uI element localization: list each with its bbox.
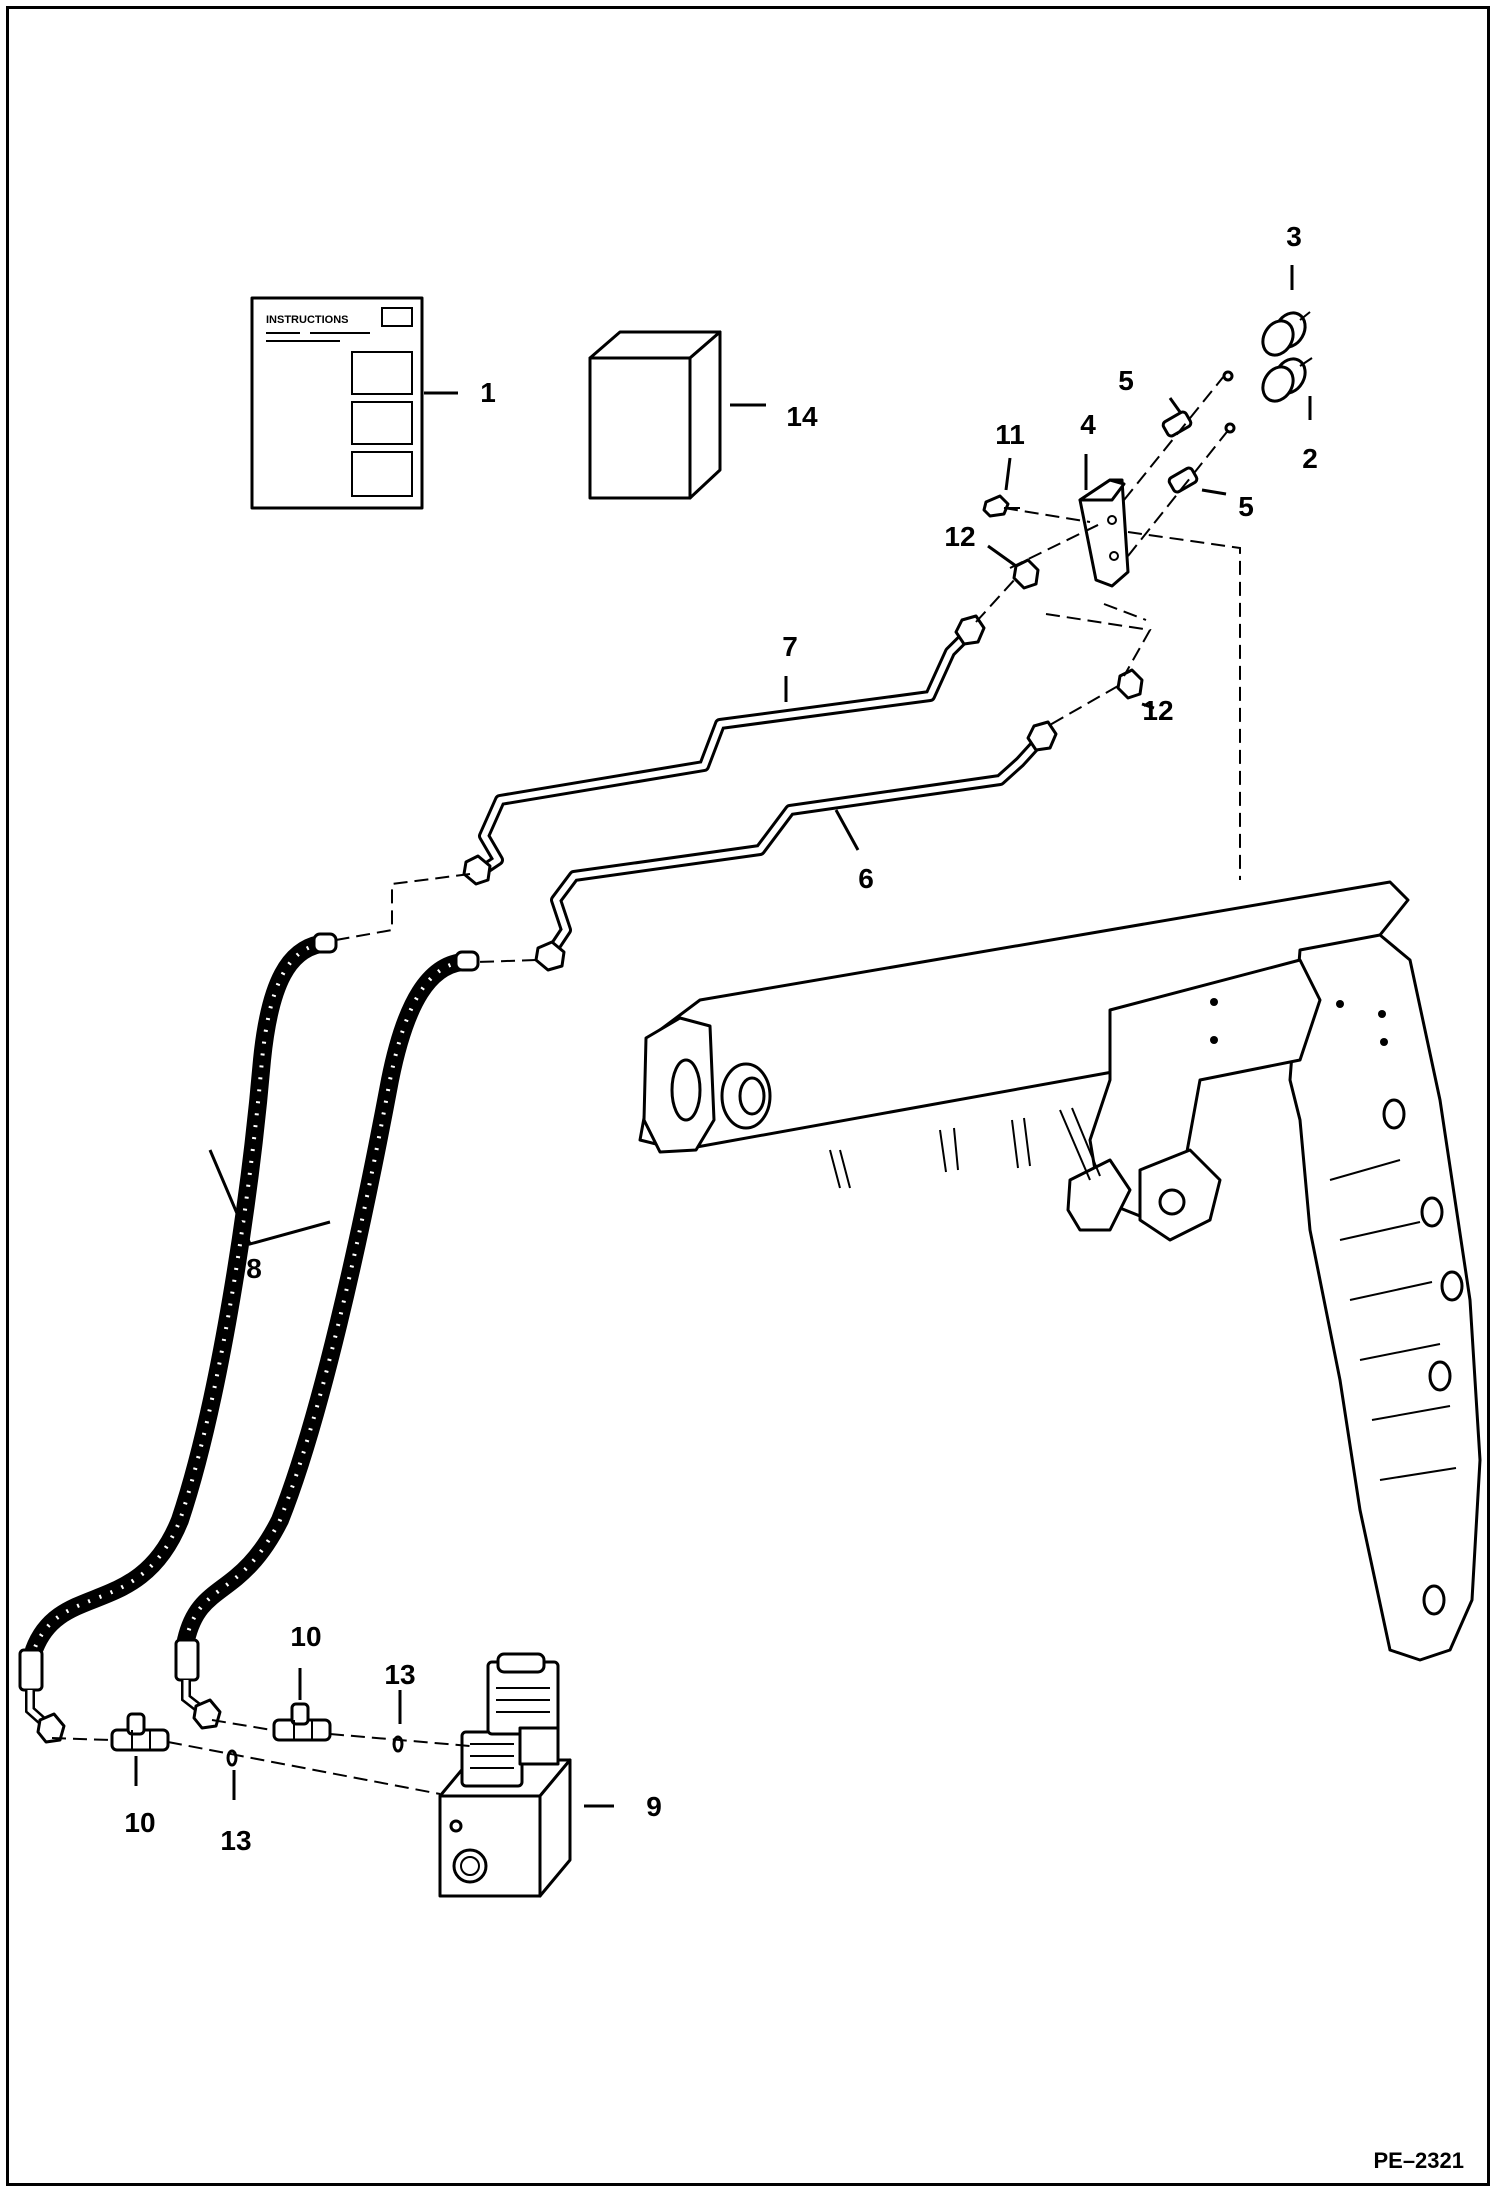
bolt bbox=[982, 494, 1020, 518]
callout-6: 6 bbox=[858, 863, 874, 894]
steel-tube-6 bbox=[534, 720, 1058, 972]
callout-14: 14 bbox=[786, 401, 818, 432]
callout-7: 7 bbox=[782, 631, 798, 662]
hydraulic-hose-right bbox=[174, 950, 480, 1730]
callout-1: 1 bbox=[480, 377, 496, 408]
adapter-fitting-lower bbox=[1167, 466, 1199, 494]
callout-8: 8 bbox=[246, 1253, 262, 1284]
kit-box bbox=[588, 330, 722, 500]
nut-lower bbox=[1116, 668, 1144, 700]
callout-9: 9 bbox=[646, 1791, 662, 1822]
tee-fitting-left bbox=[110, 1712, 170, 1752]
steel-tube-7 bbox=[462, 614, 986, 886]
o-ring-13-left bbox=[226, 1749, 238, 1767]
callout-11: 11 bbox=[995, 419, 1025, 450]
quick-coupler-3 bbox=[1261, 311, 1311, 357]
callout-5-upper: 5 bbox=[1118, 365, 1134, 396]
callout-10-lower: 10 bbox=[124, 1807, 155, 1838]
adapter-fitting-upper bbox=[1161, 410, 1193, 438]
quick-coupler-2 bbox=[1261, 357, 1313, 403]
callout-13-lower: 13 bbox=[220, 1825, 251, 1856]
document-heading: INSTRUCTIONS bbox=[266, 314, 349, 326]
callout-3: 3 bbox=[1286, 221, 1302, 252]
nut-upper bbox=[1012, 558, 1040, 590]
instructions-document: INSTRUCTIONS bbox=[250, 296, 424, 510]
callout-12-lower: 12 bbox=[1142, 695, 1173, 726]
callout-4: 4 bbox=[1080, 409, 1096, 440]
callout-5-lower: 5 bbox=[1238, 491, 1254, 522]
tee-fitting-right bbox=[272, 1702, 332, 1742]
o-ring-upper bbox=[1222, 370, 1234, 382]
assembly-lines bbox=[51, 375, 1241, 1795]
callout-13-upper: 13 bbox=[384, 1659, 415, 1690]
diagram-frame bbox=[6, 6, 1490, 2186]
solenoid-valve bbox=[438, 1652, 572, 1898]
mounting-bracket bbox=[1078, 478, 1130, 588]
loader-lift-arm bbox=[638, 880, 1482, 1662]
callout-10-upper: 10 bbox=[290, 1621, 321, 1652]
callouts: 1 2 3 4 5 5 6 7 8 9 10 10 11 12 12 13 13… bbox=[124, 221, 1317, 1856]
callout-2: 2 bbox=[1302, 443, 1318, 474]
callout-12-upper: 12 bbox=[944, 521, 975, 552]
figure-id: PE–2321 bbox=[1373, 2148, 1464, 2173]
hydraulic-hose-left bbox=[18, 932, 338, 1744]
leader-lines bbox=[134, 265, 1312, 1808]
